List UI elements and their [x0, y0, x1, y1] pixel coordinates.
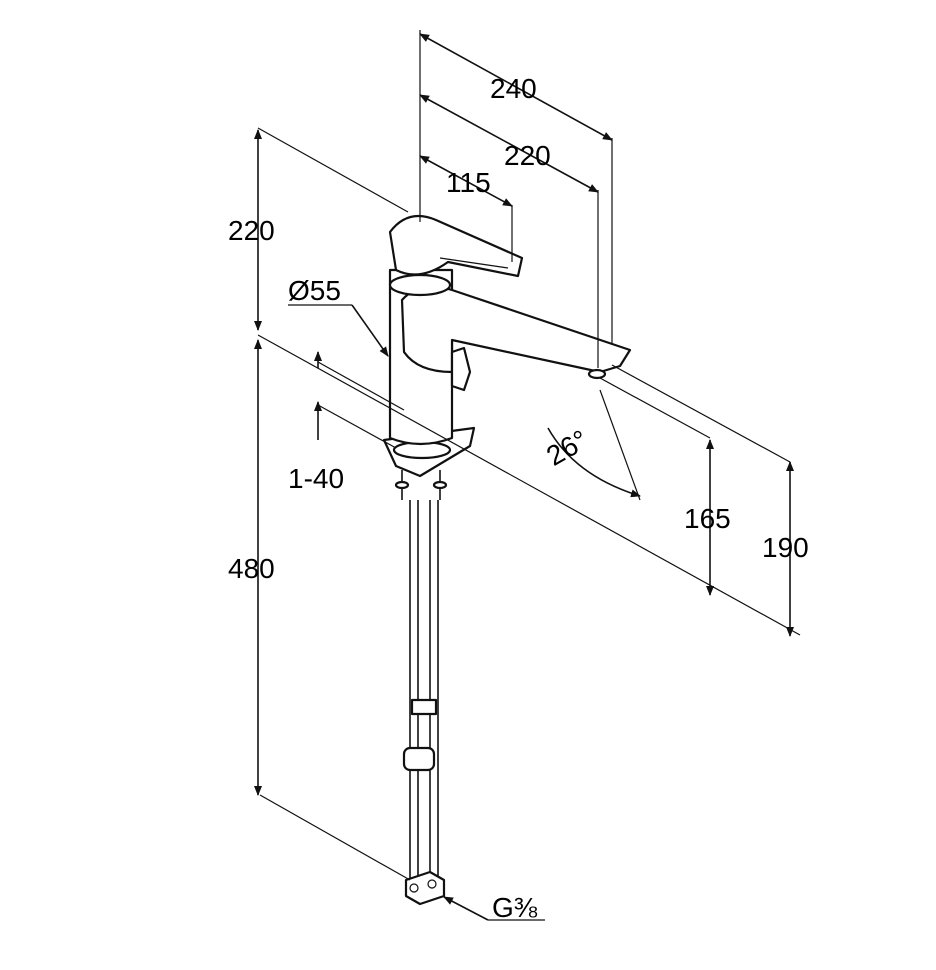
side-knob — [450, 346, 472, 392]
label-overall-height: 190 — [762, 532, 809, 563]
label-total-reach: 240 — [490, 73, 537, 104]
supply-hoses — [402, 500, 446, 906]
label-hose-length: 480 — [228, 553, 275, 584]
faucet-body — [382, 214, 632, 906]
dimension-lines — [254, 33, 794, 921]
label-connection-thread: G⅜ — [492, 892, 538, 923]
dimension-labels: 240 220 115 220 Ø55 1-40 480 26° 165 190… — [228, 73, 809, 923]
label-deck-thickness: 1-40 — [288, 463, 344, 494]
lever-handle — [388, 214, 524, 278]
label-body-diameter: Ø55 — [288, 275, 341, 306]
mounting-studs — [394, 470, 448, 500]
label-lever-reach: 115 — [446, 167, 491, 198]
label-body-height: 220 — [228, 215, 275, 246]
spout — [400, 285, 632, 374]
label-outlet-height: 165 — [684, 503, 731, 534]
label-spout-reach: 220 — [504, 140, 551, 171]
